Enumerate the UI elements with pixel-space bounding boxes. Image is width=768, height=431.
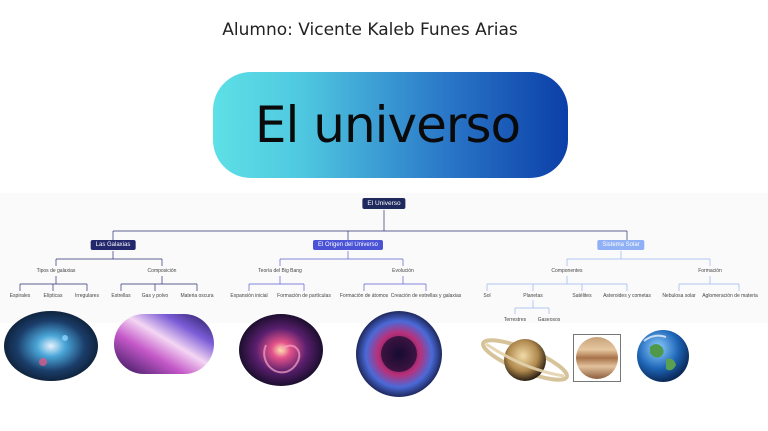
saturn-icon [481,338,569,382]
branch-galaxias: Las Galaxias [90,240,136,250]
spiral-galaxy-icon [4,311,98,381]
label-creacion-estrellas: Creación de estrellas y galaxias [390,293,462,299]
label-tipos-galaxias: Tipos de galaxias [36,268,76,274]
label-composicion: Composición [147,268,177,274]
label-irregulares: Irregulares [75,293,99,299]
label-asteroides: Asteroides y cometas [603,293,651,299]
label-satelites: Satélites [572,293,592,299]
label-espirales: Espirales [9,293,31,299]
branch-origen: El Origen del Universo [312,240,384,250]
student-name: Alumno: Vicente Kaleb Funes Arias [222,20,518,40]
label-nebulosa-solar: Nebulosa solar [662,293,696,299]
label-aglomeracion: Aglomeración de materia [702,293,758,299]
branch-sistema-solar: Sistema Solar [597,240,645,250]
label-expansion-inicial: Expansión inicial [230,293,268,299]
label-sol: Sol [483,293,491,299]
label-componentes: Componentes [551,268,583,274]
swirl-galaxy-icon [239,314,323,386]
nebula-icon [356,311,442,397]
label-gaseosos: Gaseosos [537,317,561,323]
title-banner: El universo [213,72,568,178]
label-formacion-atomos: Formación de átomos [339,293,389,299]
label-big-bang: Teoría del Big Bang [258,268,302,274]
label-gas-polvo: Gas y polvo [141,293,169,299]
earth-icon [637,330,689,382]
page-title: El universo [254,96,521,154]
jupiter-icon [573,334,621,382]
label-formacion-particulas: Formación de partículas [277,293,331,299]
label-elipticas: Elípticas [43,293,63,299]
root-node: El Universo [362,198,406,209]
milky-way-icon [114,314,214,374]
label-planetas: Planetas [523,293,543,299]
label-estrellas: Estrellas [111,293,131,299]
label-materia-oscura: Materia oscura [180,293,214,299]
label-evolucion: Evolución [392,268,414,274]
label-terrestres: Terrestres [503,317,527,323]
label-formacion: Formación [698,268,722,274]
